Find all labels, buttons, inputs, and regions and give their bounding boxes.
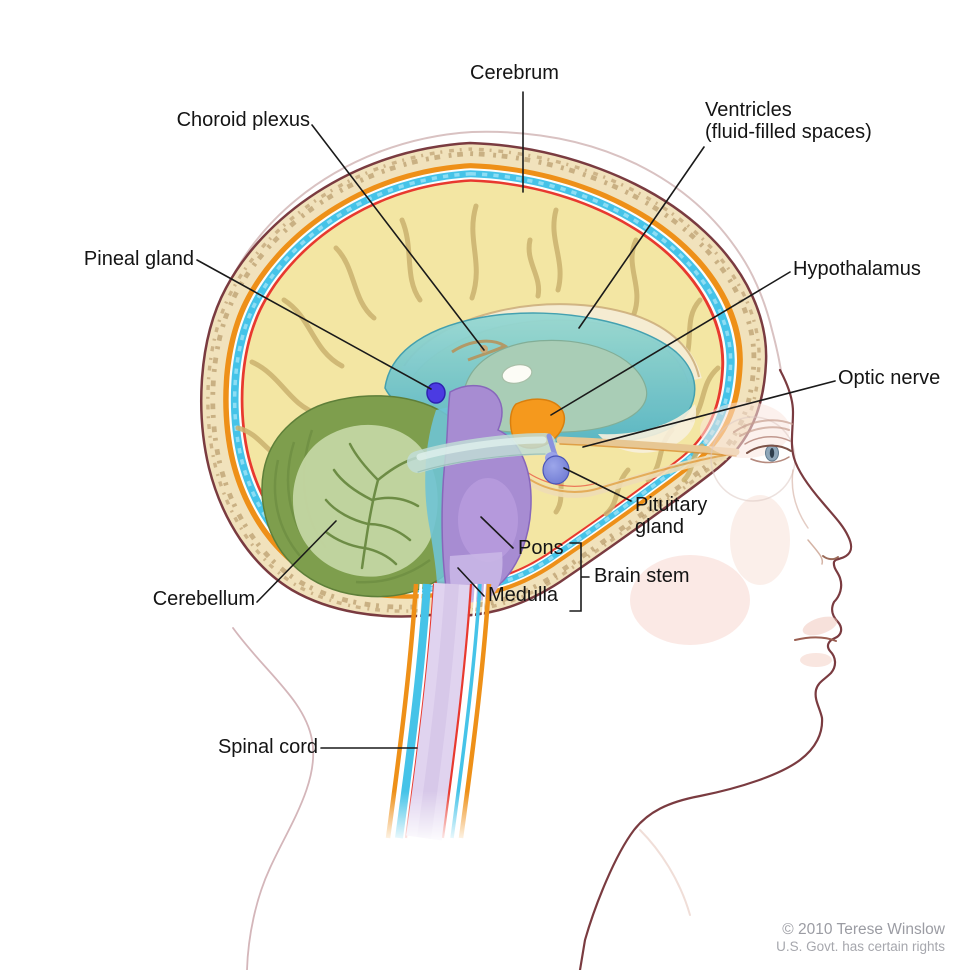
nostril [822, 555, 839, 561]
label-ventricles: Ventricles (fluid-filled spaces) [705, 99, 872, 144]
label-choroid-plexus: Choroid plexus [176, 109, 310, 131]
nose-mouth-lines [639, 469, 839, 916]
label-pineal-gland: Pineal gland [83, 248, 194, 270]
skull-base-lines [519, 452, 727, 498]
pons-region [458, 478, 518, 562]
eye [744, 436, 792, 464]
mouth-line [794, 636, 837, 642]
upper-lip [802, 616, 838, 636]
face-profile [578, 368, 853, 970]
face-outline [578, 368, 853, 970]
cerebellum-region [261, 395, 480, 598]
label-hypothalamus: Hypothalamus [793, 258, 921, 280]
leader-medulla [457, 567, 485, 597]
spinal-cord-region [388, 584, 489, 838]
brain-stem-bracket [569, 542, 590, 612]
credit-line2: U.S. Govt. has certain rights [776, 939, 945, 954]
label-pituitary-gland: Pituitary gland [635, 494, 708, 539]
lower-lip [800, 653, 832, 667]
nostril-wing [807, 539, 824, 565]
neck-shading-line [639, 829, 691, 916]
leader-lines [196, 91, 836, 749]
label-spinal-cord: Spinal cord [217, 736, 318, 758]
label-cerebellum: Cerebellum [152, 588, 255, 610]
pupil [769, 448, 775, 458]
label-cerebrum: Cerebrum [470, 62, 559, 84]
credit-line1: © 2010 Terese Winslow [782, 921, 945, 938]
copyright-credit: © 2010 Terese Winslow U.S. Govt. has cer… [776, 921, 945, 954]
leader-hypothalamus [550, 271, 791, 416]
interthalamic-spot [501, 364, 533, 384]
leader-pons [480, 516, 514, 549]
back-of-neck-line [232, 627, 315, 970]
cerebellum-arbor-vitae [292, 424, 438, 577]
label-medulla: Medulla [488, 584, 559, 606]
label-brain-stem: Brain stem [594, 565, 690, 587]
cerebral-aqueduct-tube [407, 433, 556, 473]
leader-choroid-plexus [311, 124, 485, 351]
cerebellum-branches [324, 442, 420, 570]
leader-optic-nerve [582, 380, 836, 448]
leader-cerebellum [256, 520, 337, 603]
eyebrow [733, 419, 793, 437]
head-contours [207, 130, 782, 970]
leader-pituitary-gland [563, 467, 632, 502]
leader-ventricles [578, 146, 705, 329]
leader-pineal-gland [196, 259, 432, 390]
choroid-plexus-region [451, 339, 509, 362]
pineal-gland-marker [426, 382, 446, 404]
label-pons: Pons [518, 537, 564, 559]
cheek-blush [630, 555, 750, 645]
label-optic-nerve: Optic nerve [838, 367, 941, 389]
